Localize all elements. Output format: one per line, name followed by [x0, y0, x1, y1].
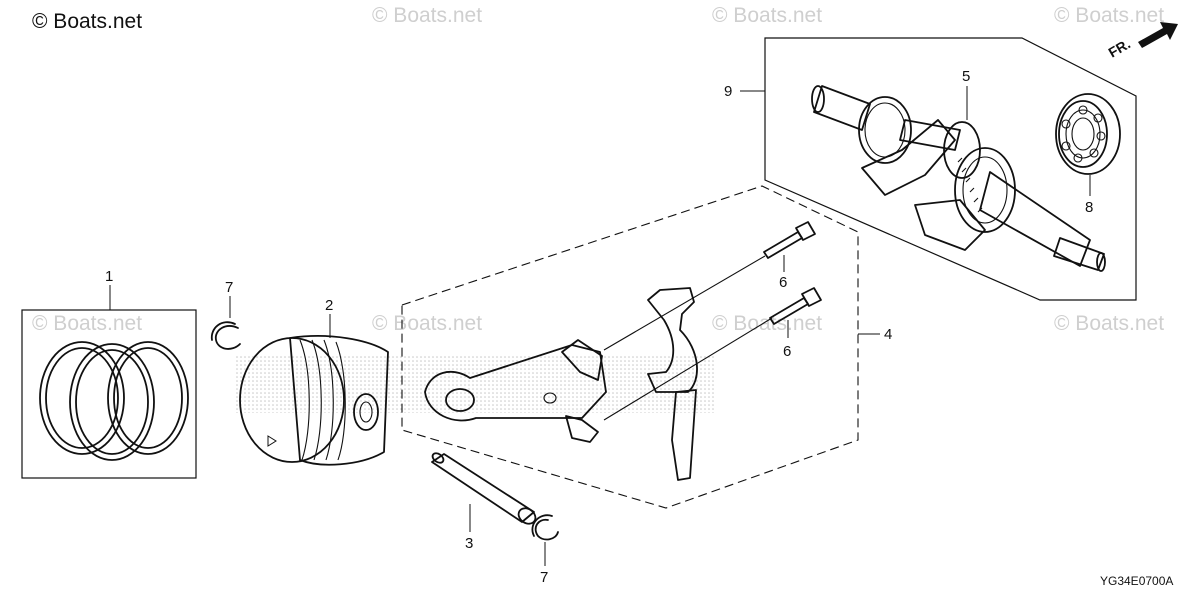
watermark-dot-band [235, 355, 715, 413]
watermark-faint: © Boats.net [712, 4, 822, 27]
callout-connecting-rod: 4 [884, 326, 892, 343]
watermark-faint: © Boats.net [372, 4, 482, 27]
piston-ring-box [21, 309, 197, 479]
front-arrow-icon [1138, 22, 1178, 48]
crankshaft [811, 85, 1106, 272]
rod-bolt-upper [763, 221, 816, 259]
callout-clip-left: 7 [225, 279, 233, 296]
piston-rings [39, 341, 189, 461]
callout-piston: 2 [325, 297, 333, 314]
piston-pin-clip-right [531, 514, 559, 541]
watermark-faint: © Boats.net [372, 312, 482, 335]
piston-ring-group: 1 [21, 268, 197, 479]
crankshaft-assembly-group: 9 5 [724, 37, 1137, 301]
direction-label: FR. [1106, 35, 1134, 60]
front-direction-indicator: FR. [1106, 22, 1178, 61]
callout-crankshaft-assy: 9 [724, 83, 732, 100]
watermark-faint: © Boats.net [1054, 312, 1164, 335]
connecting-rod [424, 339, 607, 443]
rod-bolt-lower [769, 287, 822, 325]
callout-bearing: 8 [1085, 199, 1093, 216]
callout-crankshaft: 5 [962, 68, 970, 85]
connecting-rod-box [401, 185, 859, 509]
watermark-main: © Boats.net [32, 10, 142, 33]
piston [239, 335, 389, 466]
piston-pin-clip-left [210, 321, 241, 350]
callout-rod-bolt-lower: 6 [783, 343, 791, 360]
connecting-rod-cap [647, 287, 698, 481]
ball-bearing [1055, 93, 1121, 175]
watermarks: © Boats.net © Boats.net © Boats.net © Bo… [32, 4, 1164, 335]
callout-piston-ring-set: 1 [105, 268, 113, 285]
callout-clip-right: 7 [540, 569, 548, 586]
connecting-rod-group: 4 6 6 [401, 185, 892, 509]
callout-rod-bolt-upper: 6 [779, 274, 787, 291]
watermark-faint: © Boats.net [1054, 4, 1164, 27]
watermark-faint: © Boats.net [32, 312, 142, 335]
watermark-faint: © Boats.net [712, 312, 822, 335]
diagram-code: YG34E0700A [1100, 574, 1173, 588]
crankshaft-assembly-box [764, 37, 1137, 301]
piston-pin [431, 452, 537, 525]
callout-piston-pin: 3 [465, 535, 473, 552]
